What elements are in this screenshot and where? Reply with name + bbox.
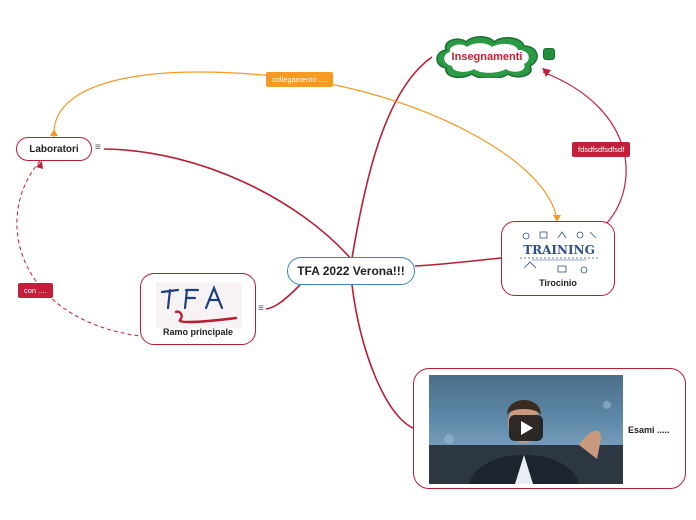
notes-icon-ramo[interactable]: ≡ xyxy=(258,303,264,314)
relation-orange-arrow-lab xyxy=(50,129,58,136)
tfa-sostegno-logo xyxy=(156,282,242,328)
topic-tirocinio[interactable]: TRAINING Tirocinio xyxy=(501,221,615,296)
branch-tirocinio xyxy=(414,257,502,267)
cloud-marker-icon[interactable] xyxy=(543,48,555,60)
training-image: TRAINING xyxy=(520,231,598,274)
branch-insegnamenti xyxy=(351,56,433,259)
branch-laboratori xyxy=(103,148,353,261)
relation-dashed-arrow xyxy=(36,161,43,169)
topic-insegnamenti-label: Insegnamenti xyxy=(451,51,523,63)
topic-ramo-label: Ramo principale xyxy=(162,327,234,337)
topic-laboratori-label: Laboratori xyxy=(29,143,79,155)
topic-tirocinio-label: Tirocinio xyxy=(539,278,577,288)
root-topic[interactable]: TFA 2022 Verona!!! xyxy=(287,257,415,285)
topic-laboratori[interactable]: Laboratori xyxy=(16,137,92,161)
relation-dashed-line xyxy=(16,160,141,337)
relation-orange-arrow-tiro xyxy=(553,215,561,222)
video-thumbnail[interactable] xyxy=(429,375,623,484)
topic-esami[interactable]: Esami ..... xyxy=(413,368,686,489)
relation-red-arrow xyxy=(542,68,551,77)
relation-label-fdsdf[interactable]: fdsdfsdfsdfsdf xyxy=(572,142,631,157)
topic-insegnamenti[interactable]: Insegnamenti xyxy=(432,36,542,78)
branch-esami xyxy=(351,284,414,429)
training-word: TRAINING xyxy=(523,243,595,257)
relation-label-con[interactable]: con .... xyxy=(18,283,53,298)
topic-ramo-principale[interactable]: Ramo principale xyxy=(140,273,256,345)
notes-icon-laboratori[interactable]: ≡ xyxy=(95,142,101,153)
root-topic-label: TFA 2022 Verona!!! xyxy=(297,264,405,278)
topic-esami-label: Esami ..... xyxy=(628,425,670,435)
play-icon[interactable] xyxy=(509,415,543,441)
relation-orange-line xyxy=(53,71,558,222)
branch-ramo xyxy=(265,284,301,310)
insegnamenti-cloud-shape[interactable] xyxy=(432,36,542,78)
relation-label-collegamento[interactable]: collegamento .... xyxy=(266,72,334,87)
